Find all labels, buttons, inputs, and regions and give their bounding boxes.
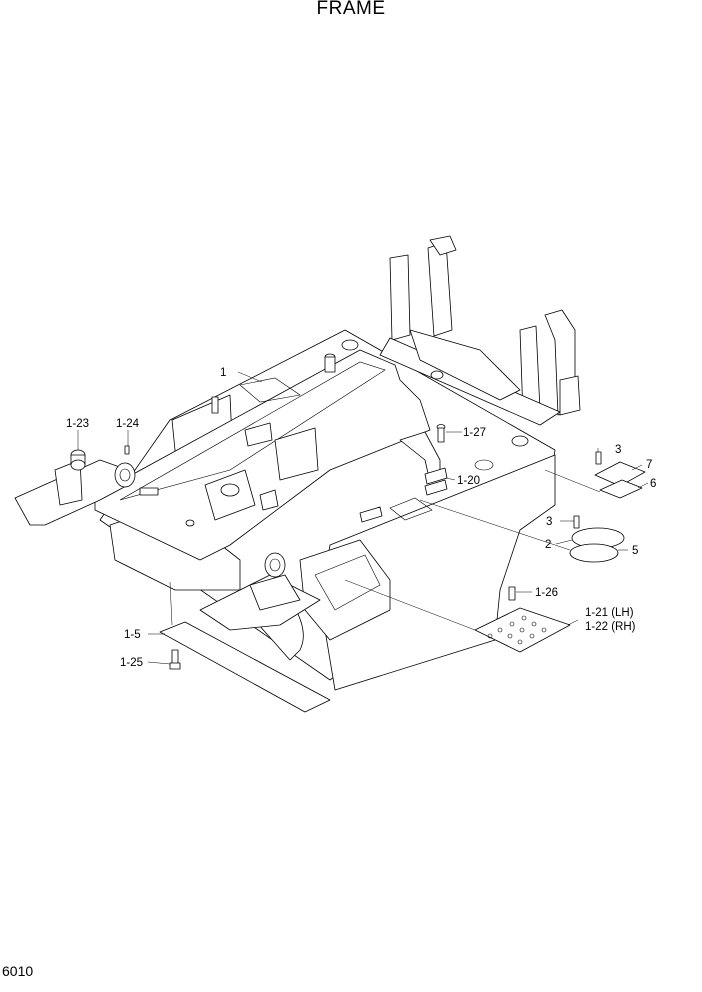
callout-1-24: 1-24 xyxy=(116,418,140,430)
callout-1-25: 1-25 xyxy=(120,657,143,669)
callout-3-upper: 3 xyxy=(615,444,621,456)
bolt-1-27 xyxy=(436,424,446,443)
page-number: 6010 xyxy=(2,963,34,979)
main-frame xyxy=(14,235,581,691)
callout-1-23: 1-23 xyxy=(66,418,89,430)
callout-1-5: 1-5 xyxy=(124,629,141,641)
bolt-1-25 xyxy=(169,649,181,670)
step-plate xyxy=(474,607,571,653)
callout-1-27: 1-27 xyxy=(463,427,486,439)
leader-lines xyxy=(77,371,649,665)
cover-assembly-lower xyxy=(569,515,625,563)
callout-1-22: 1-22 (RH) xyxy=(585,621,636,633)
callout-3-lower: 3 xyxy=(546,516,552,528)
callout-labels: 1 1-23 1-24 1-27 1-20 3 7 6 3 2 5 1-26 1… xyxy=(66,367,656,669)
callout-1: 1 xyxy=(220,367,226,379)
callout-1-21: 1-21 (LH) xyxy=(585,607,634,619)
long-plate-1-5 xyxy=(159,621,331,713)
callout-7: 7 xyxy=(646,459,652,471)
callout-1-26: 1-26 xyxy=(535,587,558,599)
grease-nipple-part xyxy=(124,445,130,455)
callout-1-20: 1-20 xyxy=(457,475,480,487)
loose-parts xyxy=(70,424,646,713)
callout-2: 2 xyxy=(545,539,551,551)
bolt-1-26 xyxy=(508,586,516,601)
callout-6: 6 xyxy=(650,478,656,490)
cover-assembly-upper xyxy=(594,451,646,499)
bushing-part xyxy=(70,449,86,471)
page-title: FRAME xyxy=(316,0,386,19)
callout-5: 5 xyxy=(632,545,638,557)
